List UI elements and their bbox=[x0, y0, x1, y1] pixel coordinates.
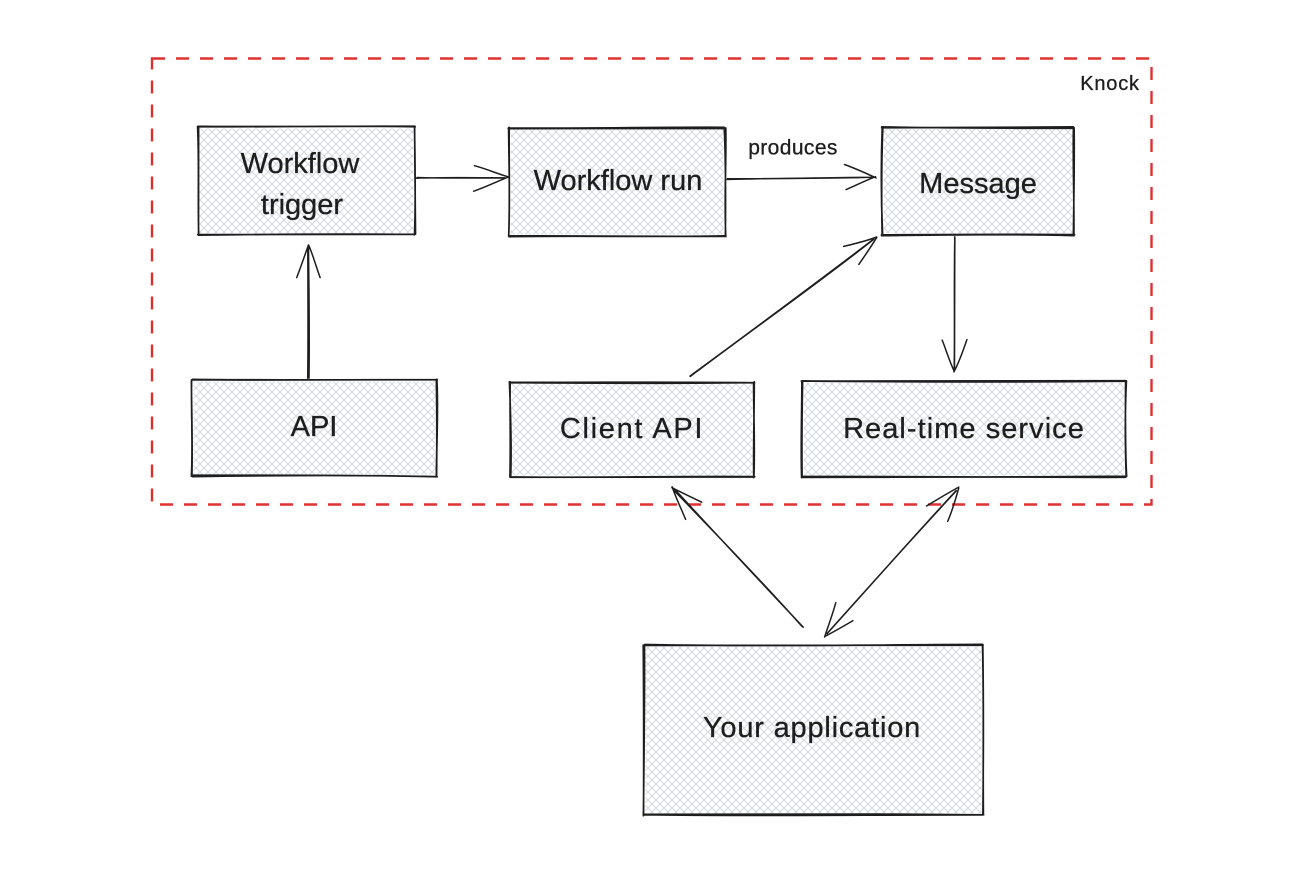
svg-text:API: API bbox=[291, 411, 338, 443]
svg-text:Your application: Your application bbox=[703, 712, 921, 744]
svg-text:Real-time service: Real-time service bbox=[843, 413, 1085, 445]
svg-text:trigger: trigger bbox=[261, 189, 344, 221]
svg-text:Workflow run: Workflow run bbox=[534, 165, 703, 197]
svg-text:Workflow: Workflow bbox=[241, 148, 361, 180]
svg-text:Knock: Knock bbox=[1080, 73, 1140, 95]
svg-text:produces: produces bbox=[748, 137, 838, 160]
svg-text:Client API: Client API bbox=[560, 413, 704, 445]
svg-text:Message: Message bbox=[919, 168, 1037, 200]
